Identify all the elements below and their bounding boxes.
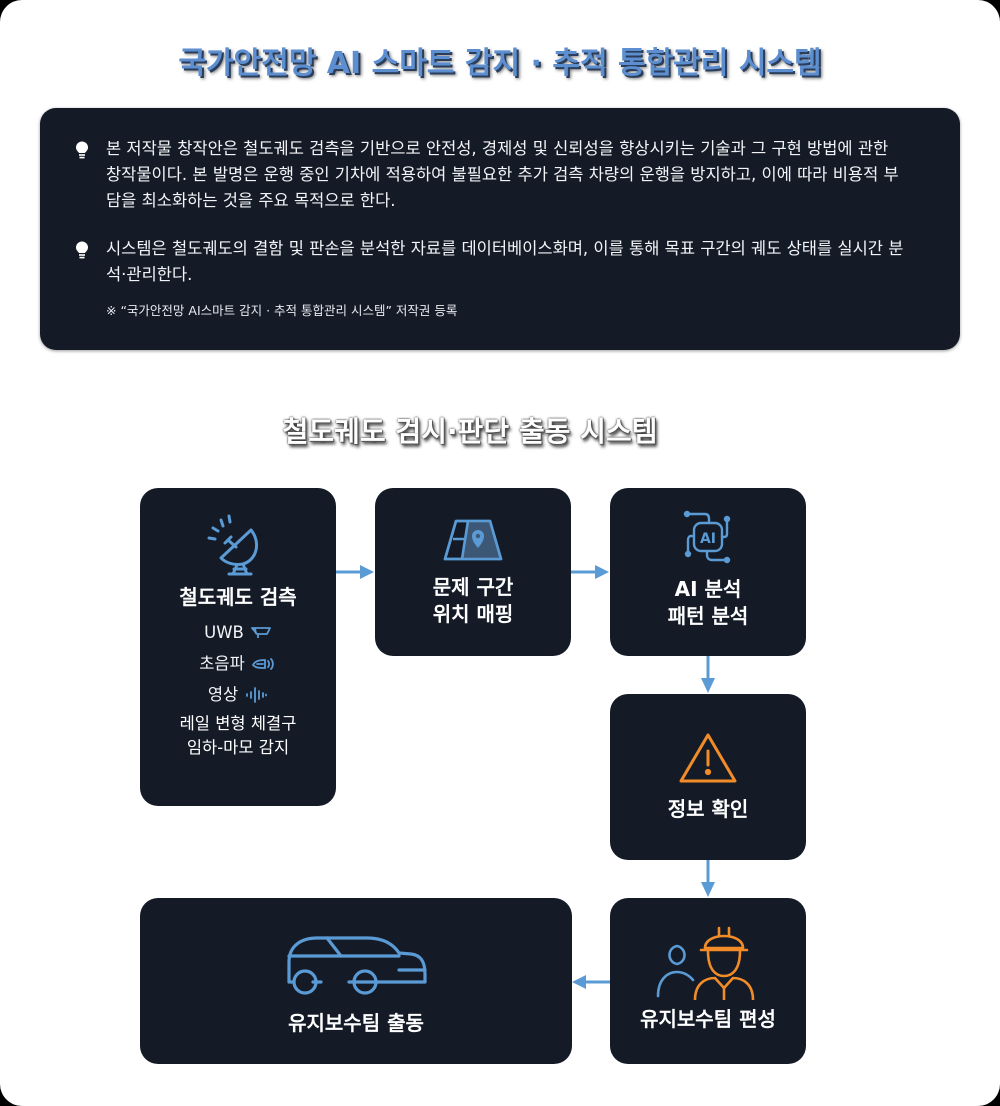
node-track-detection: 철도궤도 검측 UWB 초음파 영상 <box>140 488 336 806</box>
node-title: 유지보수팀 편성 <box>640 1007 776 1031</box>
ultrasonic-icon <box>251 657 274 670</box>
lightbulb-icon <box>76 241 88 259</box>
node-ai-analysis: AI AI 분석 패턴 분석 <box>610 488 806 656</box>
info-bullet-text: 본 저작물 창작안은 철도궤도 검측을 기반으로 안전성, 경제성 및 신뢰성을… <box>106 139 899 210</box>
arrow-left-icon <box>572 975 610 989</box>
lightbulb-icon <box>76 141 88 159</box>
arrow-down-icon <box>701 656 715 693</box>
node-title: 정보 확인 <box>667 797 749 821</box>
arrow-right-icon <box>336 565 374 579</box>
sensor-label: UWB <box>204 623 244 642</box>
node-title-line: 문제 구간 <box>432 575 514 599</box>
sensor-label: 초음파 <box>199 654 245 673</box>
map-pin-icon <box>443 519 503 561</box>
ai-chip-icon: AI <box>683 510 731 564</box>
node-title-line: 위치 매핑 <box>432 602 514 626</box>
sensor-item-uwb: UWB <box>140 617 336 648</box>
detection-description: 레일 변형 체결구 임하-마모 감지 <box>140 712 336 760</box>
car-icon <box>287 936 427 995</box>
node-title-line: 패턴 분석 <box>667 604 749 628</box>
node-location-mapping: 문제 구간 위치 매핑 <box>375 488 571 656</box>
sensor-list: UWB 초음파 영상 <box>140 617 336 710</box>
svg-text:AI: AI <box>700 531 716 547</box>
description-line: 레일 변형 체결구 <box>179 714 297 733</box>
worker-team-icon <box>656 926 755 1000</box>
info-bullet: 시스템은 철도궤도의 결함 및 판손을 분석한 자료를 데이터베이스화며, 이를… <box>74 236 904 288</box>
sensor-label: 영상 <box>207 685 239 704</box>
info-bullet-text: 시스템은 철도궤도의 결함 및 판손을 분석한 자료를 데이터베이스화며, 이를… <box>106 239 904 284</box>
description-line: 임하-마모 감지 <box>186 738 290 757</box>
sensor-item-video: 영상 <box>140 679 336 710</box>
node-team-formation: 유지보수팀 편성 <box>610 898 806 1064</box>
waveform-icon <box>246 686 268 703</box>
sensor-item-ultrasonic: 초음파 <box>140 648 336 679</box>
node-info-confirm: 정보 확인 <box>610 694 806 860</box>
diagram-title: 철도궤도 검시·판단 출동 시스템 <box>282 415 658 448</box>
page-title: 국가안전망 AI 스마트 감지 · 추적 통합관리 시스템 <box>178 46 822 81</box>
info-panel: 본 저작물 창작안은 철도궤도 검측을 기반으로 안전성, 경제성 및 신뢰성을… <box>40 108 960 350</box>
arrow-right-icon <box>571 565 609 579</box>
satellite-dish-icon <box>207 514 259 576</box>
warning-icon <box>679 733 737 783</box>
node-team-dispatch: 유지보수팀 출동 <box>140 898 572 1064</box>
arrow-down-icon <box>701 860 715 897</box>
node-title: 철도궤도 검측 <box>179 585 297 609</box>
node-title-line: AI 분석 <box>674 577 742 601</box>
copyright-note: ※ “국가안전망 AI스마트 감지 · 추적 통합관리 시스템” 저작권 등록 <box>106 303 458 318</box>
node-title: 유지보수팀 출동 <box>288 1011 424 1035</box>
uwb-sensor-icon <box>250 626 271 638</box>
info-bullet: 본 저작물 창작안은 철도궤도 검측을 기반으로 안전성, 경제성 및 신뢰성을… <box>74 136 904 214</box>
